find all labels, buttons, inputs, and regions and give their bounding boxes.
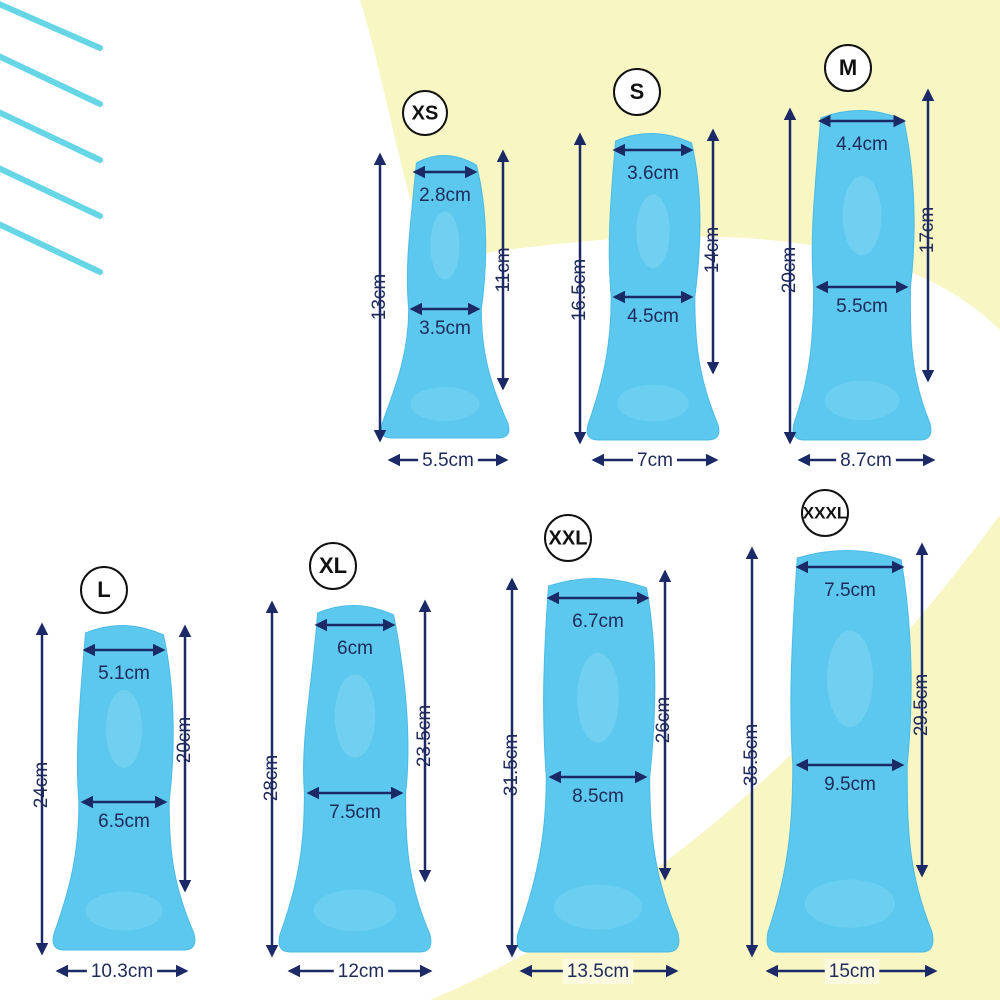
mid-width-label: 6.5cm xyxy=(98,811,150,832)
size-label: S xyxy=(630,79,645,104)
tip-width-label: 6.7cm xyxy=(572,611,624,632)
product-body xyxy=(516,577,680,953)
total-length-label: 13cm xyxy=(369,274,390,320)
base-width-label: 12cm xyxy=(338,961,384,982)
product-body xyxy=(586,132,720,441)
product-s: S xyxy=(586,68,720,441)
mid-width-label: 8.5cm xyxy=(572,786,624,807)
base-label-knockout xyxy=(86,959,158,985)
base-label-knockout xyxy=(824,959,880,985)
size-label: M xyxy=(839,55,857,80)
total-length-label: 16.5cm xyxy=(569,259,590,321)
size-label: XXXL xyxy=(803,503,847,522)
base-width-label: 8.7cm xyxy=(840,450,892,471)
total-length-label: 24cm xyxy=(31,762,52,808)
product-xxl: XXL xyxy=(516,514,680,953)
total-length-label: 28cm xyxy=(261,755,282,801)
total-length-label: 31.5cm xyxy=(501,734,522,796)
product-body xyxy=(766,549,934,953)
size-badge xyxy=(801,489,849,537)
product-body xyxy=(380,154,510,439)
base-label-knockout xyxy=(633,448,677,474)
size-badge xyxy=(402,90,448,136)
size-badge xyxy=(309,542,357,590)
product-body xyxy=(52,625,196,951)
texture-highlight xyxy=(105,690,143,768)
base-width-label: 13.5cm xyxy=(567,961,629,982)
texture-highlight xyxy=(430,211,460,280)
tip-width-label: 3.6cm xyxy=(627,163,679,184)
size-label: XL xyxy=(319,553,347,578)
size-badge xyxy=(80,566,128,614)
product-xxxl: XXXL xyxy=(766,489,934,953)
total-length-label: 35.5cm xyxy=(741,724,762,786)
mid-width-label: 7.5cm xyxy=(329,802,381,823)
tip-width-label: 4.4cm xyxy=(836,134,888,155)
base-highlight xyxy=(554,884,642,930)
base-width-label: 15cm xyxy=(829,961,875,982)
base-width-label: 10.3cm xyxy=(91,961,153,982)
base-label-knockout xyxy=(333,959,389,985)
insertable-length-label: 29.5cm xyxy=(911,674,932,736)
product-body xyxy=(278,604,432,953)
size-label: XXL xyxy=(549,527,588,549)
size-label: XS xyxy=(412,102,439,124)
base-highlight xyxy=(410,387,480,422)
base-highlight xyxy=(824,380,900,421)
size-badge xyxy=(824,44,872,92)
texture-highlight xyxy=(827,630,873,727)
total-length-label: 20cm xyxy=(779,247,800,293)
base-highlight xyxy=(617,384,689,422)
size-badge xyxy=(544,514,592,562)
base-label-knockout xyxy=(562,959,634,985)
texture-highlight xyxy=(636,194,670,269)
base-width-label: 5.5cm xyxy=(422,450,474,471)
base-label-knockout xyxy=(418,448,478,474)
tip-width-label: 7.5cm xyxy=(824,580,876,601)
texture-highlight xyxy=(577,652,619,743)
base-highlight xyxy=(85,891,163,931)
mid-width-label: 4.5cm xyxy=(627,306,679,327)
base-width-label: 7cm xyxy=(637,450,673,471)
tip-width-label: 6cm xyxy=(337,638,373,659)
insertable-length-label: 11cm xyxy=(493,247,514,292)
product-xs: XS xyxy=(380,90,510,439)
tip-width-label: 2.8cm xyxy=(419,185,471,206)
insertable-length-label: 26cm xyxy=(653,697,674,743)
texture-highlight xyxy=(334,674,376,758)
insertable-length-label: 23.5cm xyxy=(414,705,435,767)
size-badge xyxy=(613,68,661,116)
base-highlight xyxy=(804,879,896,928)
insertable-length-label: 14cm xyxy=(702,227,723,273)
product-l: L xyxy=(52,566,196,951)
product-xl: XL xyxy=(278,542,432,953)
product-m: M xyxy=(792,44,932,441)
base-highlight xyxy=(313,889,397,932)
insertable-length-label: 20cm xyxy=(174,717,195,763)
product-body xyxy=(792,110,932,441)
mid-width-label: 9.5cm xyxy=(824,774,876,795)
mid-width-label: 3.5cm xyxy=(419,318,471,339)
insertable-length-label: 17cm xyxy=(917,207,938,253)
decorative-stripes xyxy=(0,1,103,275)
texture-highlight xyxy=(842,176,882,256)
base-label-knockout xyxy=(836,448,896,474)
size-label: L xyxy=(97,577,110,602)
tip-width-label: 5.1cm xyxy=(98,663,150,684)
mid-width-label: 5.5cm xyxy=(836,296,888,317)
